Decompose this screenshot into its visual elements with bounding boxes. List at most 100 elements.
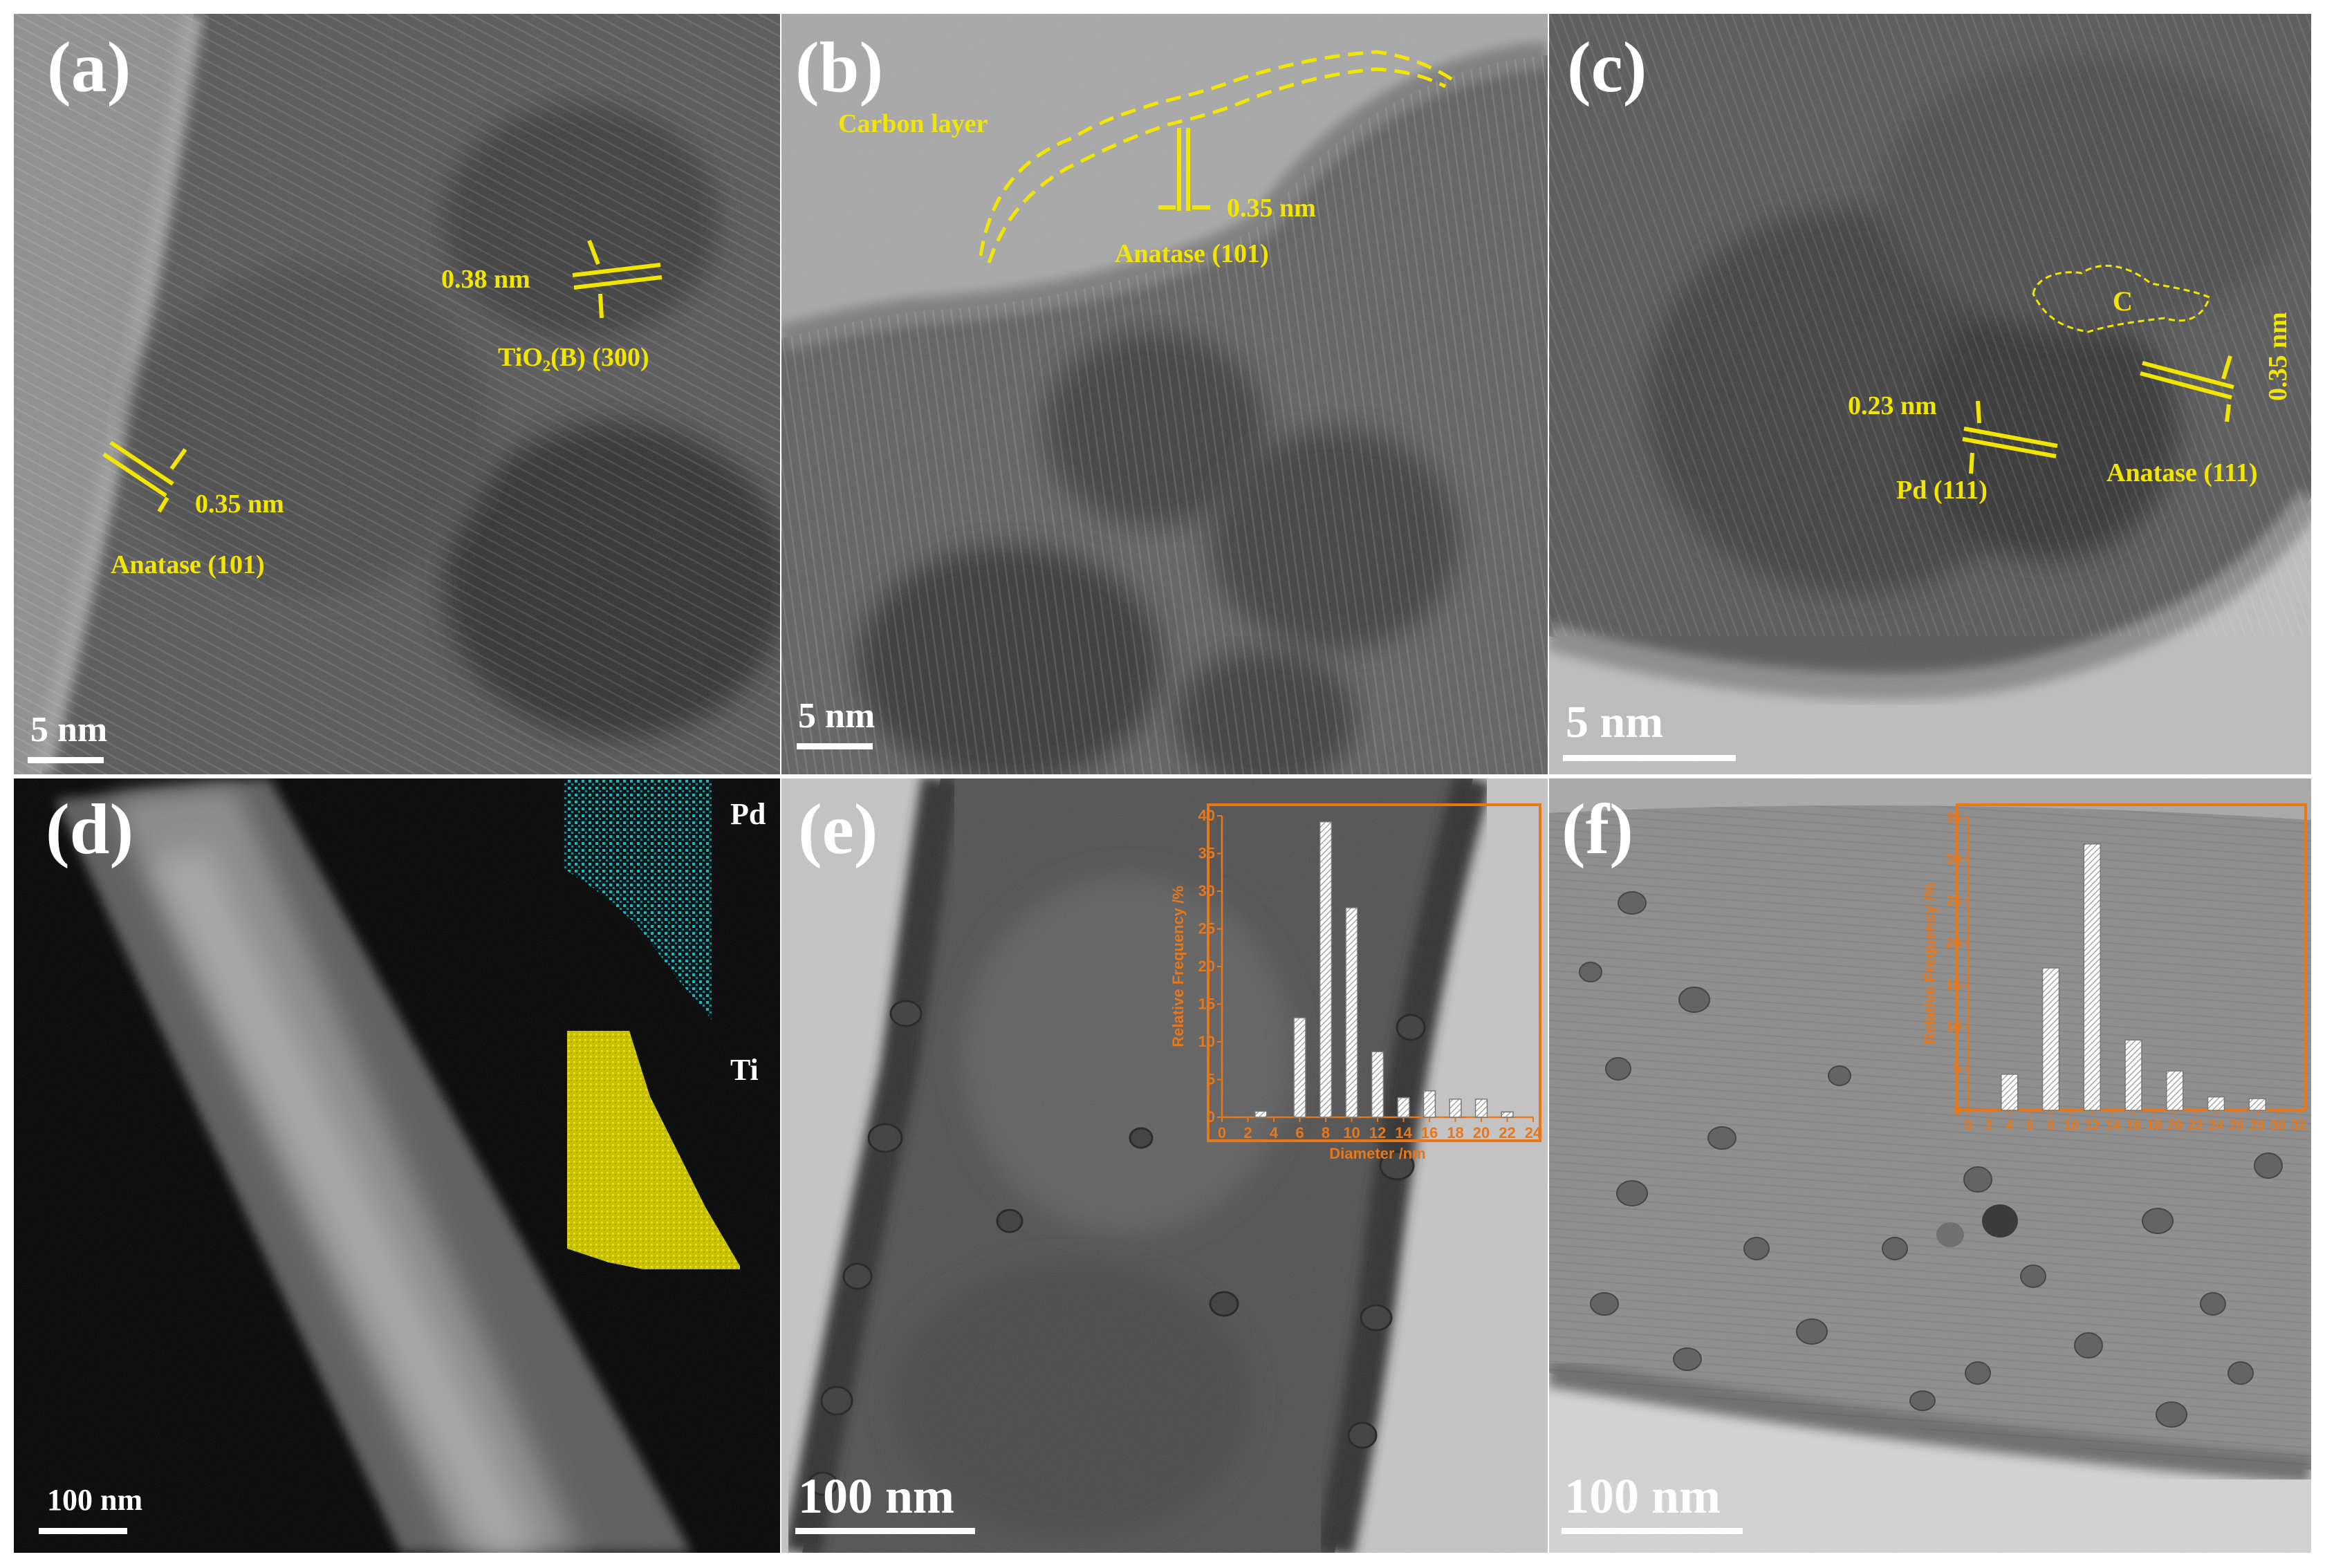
x-tick-label: 6: [2026, 1118, 2034, 1133]
x-tick-label: 6: [1295, 1124, 1304, 1141]
y-tick-label: 5: [1207, 1071, 1215, 1088]
y-tick-label: 10: [1946, 1020, 1961, 1035]
y-tick-label: 30: [1198, 882, 1215, 899]
panel-f-scale-label: 100 nm: [1564, 1468, 1721, 1524]
histogram-bar: [2083, 843, 2101, 1111]
x-tick-label: 26: [2229, 1118, 2244, 1133]
y-tick-label: 25: [1946, 894, 1961, 909]
x-tick-label: 24: [1525, 1124, 1542, 1141]
x-tick-label: 20: [2167, 1118, 2183, 1133]
panel-c-micrograph: [1549, 14, 2311, 774]
x-tick-label: 2: [1985, 1118, 1992, 1133]
pd-map-label: Pd: [730, 797, 766, 831]
histogram-bar: [2124, 1039, 2142, 1111]
panel-c-label: (c): [1567, 28, 1647, 107]
histogram-bar: [1397, 1096, 1410, 1118]
histogram-bar: [1293, 1017, 1306, 1118]
histogram-bar: [2166, 1070, 2184, 1111]
x-tick-label: 18: [2147, 1118, 2162, 1133]
x-tick-label: 14: [2105, 1118, 2121, 1133]
panel-c: (c) C 0.23 nm Pd (111) 0.35 nm Anatase (…: [1549, 14, 2311, 774]
x-tick-label: 16: [1421, 1124, 1438, 1141]
x-tick-label: 2: [1243, 1124, 1252, 1141]
x-tick-label: 30: [2270, 1118, 2286, 1133]
x-tick-label: 18: [1447, 1124, 1463, 1141]
panel-d-label: (d): [46, 790, 134, 869]
x-tick-label: 10: [2064, 1118, 2079, 1133]
y-tick-label: 25: [1198, 920, 1215, 937]
panel-c-carbon: C: [2113, 286, 2133, 317]
y-tick-label: 30: [1946, 852, 1961, 868]
panel-d-scale-label: 100 nm: [47, 1483, 143, 1517]
histogram-bar: [1319, 821, 1333, 1118]
x-tick-label: 20: [1473, 1124, 1490, 1141]
histogram-bar: [2001, 1074, 2019, 1111]
panel-d: (d) Pd Ti 100 nm: [14, 778, 780, 1553]
y-tick-label: 0: [1207, 1108, 1215, 1126]
panel-a-scale-label: 5 nm: [30, 710, 108, 749]
ti-map: [567, 1031, 740, 1269]
histogram-bar: [2248, 1098, 2266, 1111]
y-tick-label: 5: [1954, 1061, 1961, 1076]
y-tick-label: 10: [1198, 1033, 1215, 1050]
y-tick-label: 20: [1198, 958, 1215, 975]
histogram-bar: [2207, 1096, 2225, 1111]
panel-b-scale-bar: [797, 743, 873, 749]
y-tick-label: 20: [1946, 936, 1961, 951]
panel-a-spacing-tio2b: 0.38 nm: [441, 265, 530, 294]
panel-f-label: (f): [1562, 790, 1633, 869]
histogram-bar: [1449, 1099, 1462, 1118]
panel-b-label: (b): [795, 28, 884, 107]
panel-c-plane-pd: Pd (111): [1896, 476, 1988, 505]
x-tick-label: 24: [2208, 1118, 2224, 1133]
y-axis-label: Relative Frequency /%: [1169, 886, 1187, 1047]
panel-a: (a) 0.38 nm TiO₂(B) (300) 0.35 nm Anatas…: [14, 14, 780, 774]
panel-c-scale-bar: [1563, 755, 1736, 761]
histogram-bar: [1254, 1110, 1268, 1118]
panel-b: (b) Carbon layer 0.35 nm Anatase (101) 5…: [781, 14, 1548, 774]
panel-e-scale-bar: [795, 1528, 975, 1534]
panel-a-plane-tio2b: TiO₂(B) (300): [498, 343, 649, 372]
y-tick-label: 35: [1946, 810, 1961, 825]
x-tick-label: 12: [2084, 1118, 2100, 1133]
x-tick-label: 0: [1964, 1118, 1972, 1133]
panel-e-label: (e): [798, 790, 878, 869]
histogram-bar: [1474, 1099, 1488, 1118]
panel-f-micrograph: [1549, 778, 2311, 1553]
y-tick-label: 35: [1198, 845, 1215, 862]
x-tick-label: 4: [2006, 1118, 2014, 1133]
panel-c-scale-label: 5 nm: [1566, 697, 1664, 747]
x-tick-label: 32: [2291, 1118, 2306, 1133]
panel-f-scale-bar: [1562, 1528, 1743, 1534]
panel-c-spacing-pd: 0.23 nm: [1848, 391, 1937, 420]
panel-c-spacing-anatase: 0.35 nm: [2263, 312, 2292, 401]
x-tick-label: 12: [1369, 1124, 1386, 1141]
x-tick-label: 4: [1270, 1124, 1279, 1141]
x-tick-label: 22: [1499, 1124, 1515, 1141]
pd-map: [564, 778, 712, 1020]
panel-a-micrograph: [14, 14, 780, 774]
x-tick-label: 0: [1218, 1124, 1226, 1141]
panel-b-micrograph: [781, 14, 1548, 774]
histogram-bar: [1501, 1111, 1514, 1118]
x-tick-label: 8: [2047, 1118, 2055, 1133]
panel-b-carbon-layer: Carbon layer: [838, 109, 988, 138]
panel-c-plane-anatase: Anatase (111): [2106, 458, 2258, 487]
x-tick-label: 28: [2250, 1118, 2265, 1133]
histogram-bar: [1371, 1051, 1384, 1118]
panel-a-scale-bar: [28, 757, 104, 763]
histogram-bar: [1423, 1090, 1436, 1118]
histogram-bar: [2041, 967, 2060, 1111]
panel-a-label: (a): [47, 28, 131, 107]
x-tick-label: 14: [1395, 1124, 1412, 1141]
histogram-frame: [1207, 803, 1541, 1142]
x-tick-label: 16: [2126, 1118, 2141, 1133]
y-tick-label: 15: [1946, 978, 1961, 993]
panel-d-scale-bar: [39, 1528, 127, 1534]
